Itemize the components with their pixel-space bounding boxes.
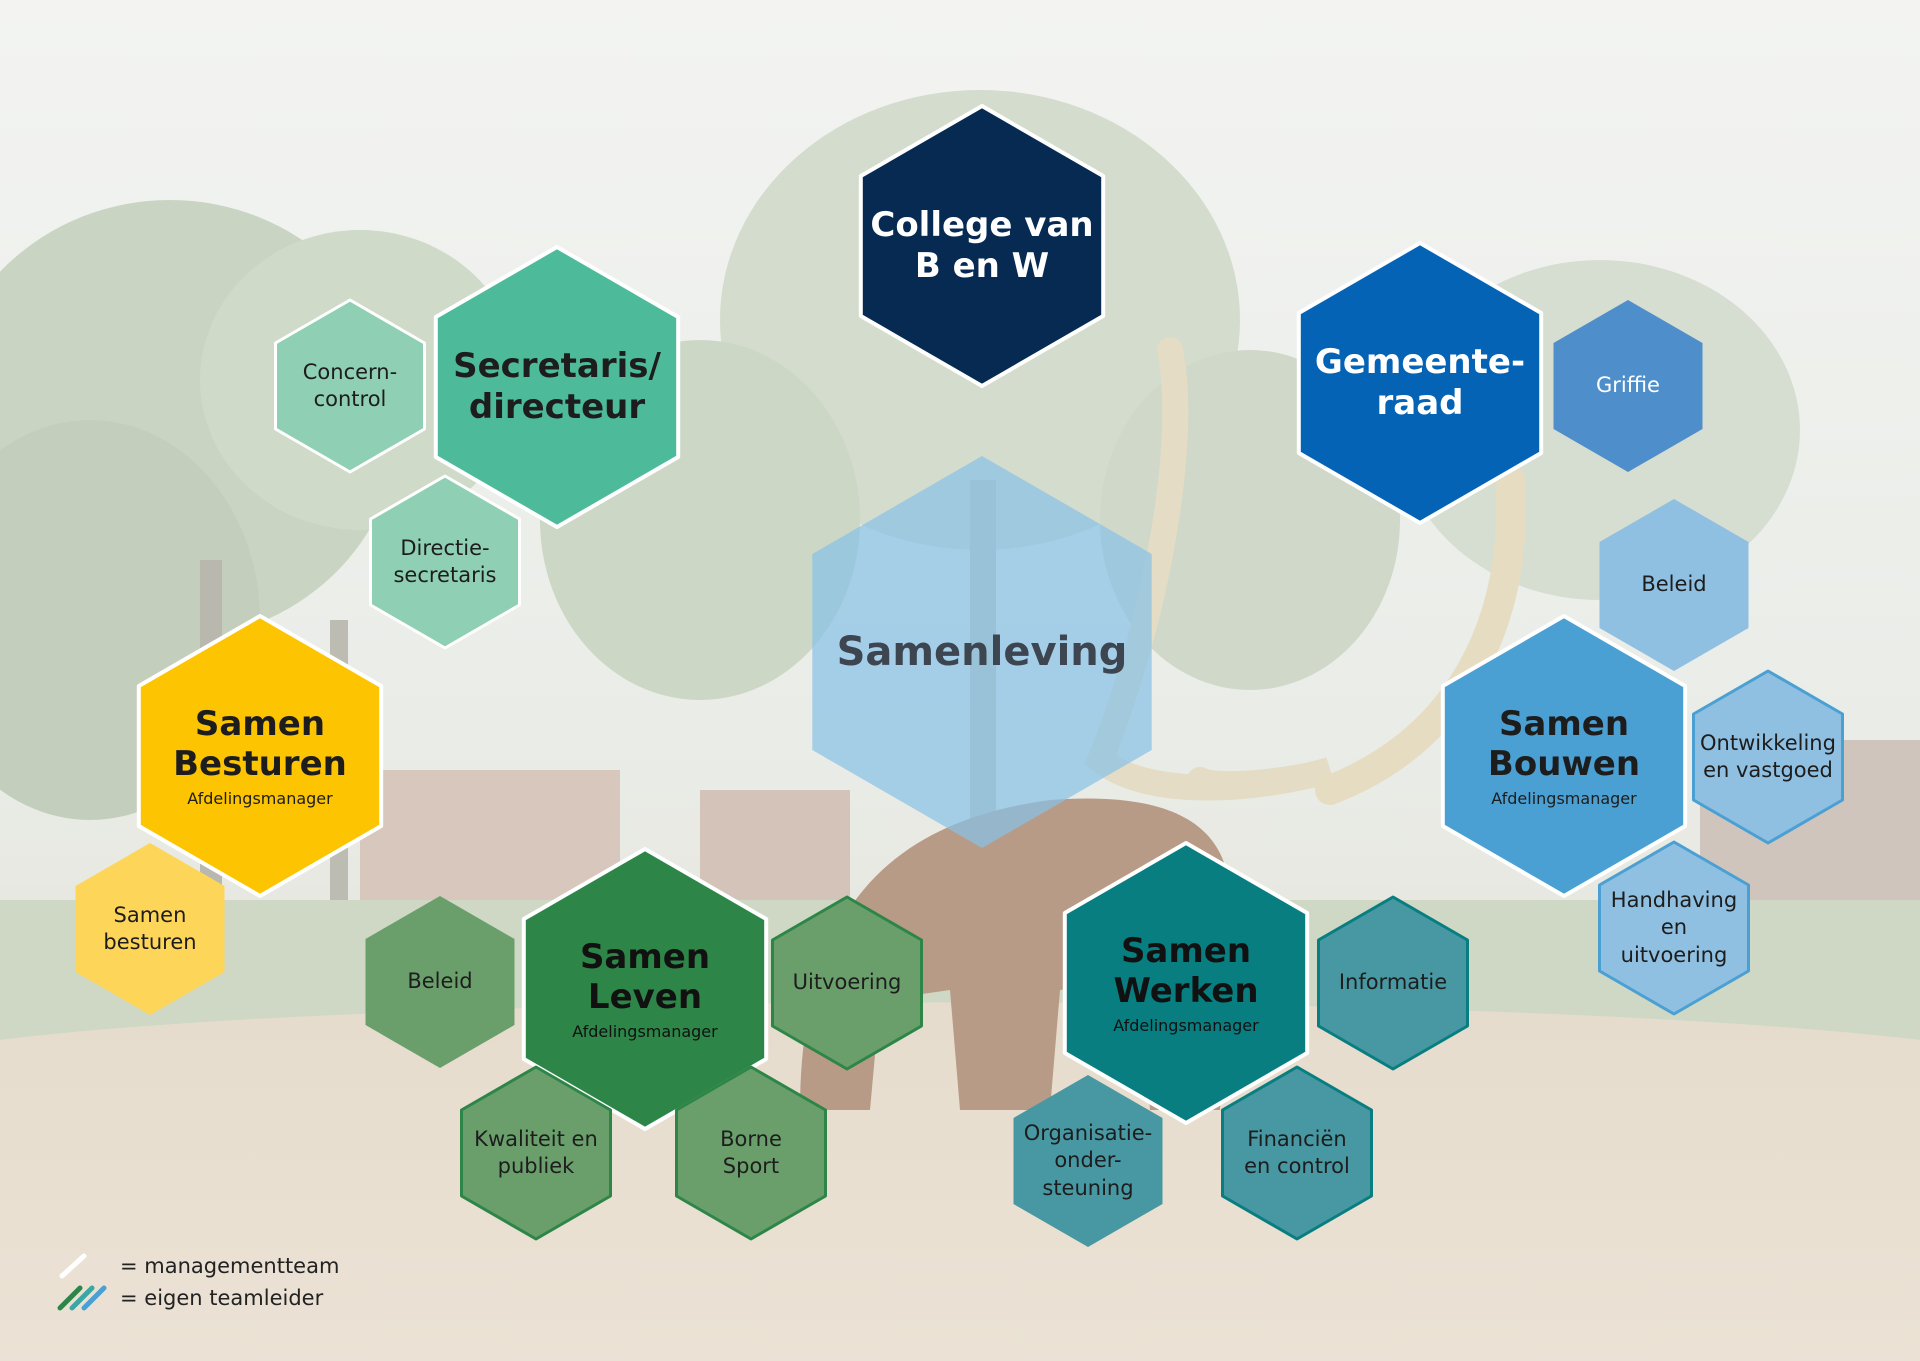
hex-leven-kwaliteit: [460, 1065, 612, 1241]
hex-werken-informatie: [1317, 895, 1469, 1071]
hex-gemeenteraad: [1296, 241, 1544, 525]
hex-bouwen-beleid: [1599, 499, 1749, 671]
hex-secretaris-title: Secretaris/ directeur: [453, 346, 661, 427]
hex-team-samen-besturen-label: Samen besturen: [81, 869, 219, 989]
hex-bouwen-handhaving: [1598, 840, 1750, 1016]
hex-werken-organisatie-text: Organisatie- onder- steuning: [1023, 1121, 1153, 1200]
hex-leven-beleid-text: Beleid: [407, 969, 473, 994]
hex-leven-uitvoering-text: Uitvoering: [792, 970, 902, 995]
hex-leven-beleid: [365, 896, 515, 1068]
hex-secretaris: [433, 245, 681, 529]
hex-bouwen-ontwikkeling-label: Ontwikkeling en vastgoed: [1699, 697, 1837, 817]
white-stripe-icon: [59, 1253, 87, 1279]
hex-directie-secretaris-text: Directie- secretaris: [393, 535, 497, 587]
hex-bouwen-ontwikkeling-text: Ontwikkeling en vastgoed: [1700, 730, 1836, 782]
hex-samen-besturen: [136, 614, 384, 898]
hex-secretaris-label: Secretaris/ directeur: [445, 289, 669, 485]
hex-leven-uitvoering-label: Uitvoering: [778, 923, 916, 1043]
legend-management-label: = managementteam: [120, 1254, 340, 1278]
legend-teamleider-row: = eigen teamleider: [56, 1282, 339, 1314]
hex-griffie: [1553, 300, 1703, 472]
hex-werken-financien-text: Financiën en control: [1244, 1126, 1350, 1178]
hex-samenleving-title: Samenleving: [836, 628, 1128, 675]
hex-bouwen-handhaving-label: Handhaving en uitvoering: [1605, 868, 1743, 988]
hex-team-samen-besturen-text: Samen besturen: [103, 902, 197, 954]
hex-team-samen-besturen: [75, 843, 225, 1015]
legend-teamleider-label: = eigen teamleider: [120, 1286, 324, 1310]
hex-werken-informatie-text: Informatie: [1338, 970, 1448, 995]
hex-leven-borne-sport: [675, 1065, 827, 1241]
hex-concern-control-text: Concern- control: [302, 359, 398, 411]
hex-samen-bouwen-title: Samen Bouwen: [1487, 703, 1641, 785]
hex-samen-werken-title: Samen Werken: [1113, 930, 1259, 1012]
hex-college-title: College van B en W: [870, 205, 1094, 286]
hex-samen-werken: [1062, 841, 1310, 1125]
hex-leven-borne-sport-label: Borne Sport: [682, 1093, 820, 1213]
hex-griffie-text: Griffie: [1596, 373, 1660, 398]
hex-samenleving-label: Samenleving: [825, 515, 1139, 789]
hex-concern-control: [274, 298, 426, 474]
hex-samen-werken-subtitle: Afdelingsmanager: [1113, 1016, 1259, 1036]
hex-leven-borne-sport-text: Borne Sport: [720, 1126, 782, 1178]
hex-directie-secretaris-label: Directie- secretaris: [376, 502, 514, 622]
hex-samen-bouwen: [1440, 614, 1688, 898]
legend: = managementteam = eigen teamleider: [56, 1250, 339, 1314]
hex-werken-organisatie-label: Organisatie- onder- steuning: [1019, 1101, 1157, 1221]
hex-bouwen-beleid-label: Beleid: [1605, 525, 1743, 645]
hex-gemeenteraad-title: Gemeente- raad: [1314, 342, 1526, 423]
hex-samen-leven-title: Samen Leven: [579, 936, 711, 1018]
hex-samen-besturen-title: Samen Besturen: [173, 703, 347, 785]
hex-college: [858, 104, 1106, 388]
legend-management-row: = managementteam: [56, 1250, 339, 1282]
hex-leven-beleid-label: Beleid: [371, 922, 509, 1042]
hex-bouwen-handhaving-text: Handhaving en uitvoering: [1610, 888, 1738, 967]
hex-concern-control-label: Concern- control: [281, 326, 419, 446]
hex-samen-bouwen-subtitle: Afdelingsmanager: [1491, 789, 1637, 809]
hex-college-label: College van B en W: [870, 148, 1094, 344]
hex-bouwen-beleid-text: Beleid: [1641, 572, 1707, 597]
hex-werken-financien: [1221, 1065, 1373, 1241]
hex-leven-uitvoering: [771, 895, 923, 1071]
hex-griffie-label: Griffie: [1559, 326, 1697, 446]
hex-bouwen-ontwikkeling: [1692, 669, 1844, 845]
hex-samen-leven: [521, 847, 769, 1131]
hex-samen-leven-subtitle: Afdelingsmanager: [572, 1022, 718, 1042]
hex-samen-besturen-subtitle: Afdelingsmanager: [187, 789, 333, 809]
hex-werken-organisatie: [1013, 1075, 1163, 1247]
hex-leven-kwaliteit-label: Kwaliteit en publiek: [467, 1093, 605, 1213]
hex-gemeenteraad-label: Gemeente- raad: [1308, 285, 1532, 481]
hex-directie-secretaris: [369, 474, 521, 650]
hex-leven-kwaliteit-text: Kwaliteit en publiek: [474, 1126, 598, 1178]
hex-werken-financien-label: Financiën en control: [1228, 1093, 1366, 1213]
colored-stripes-icon: [57, 1285, 107, 1311]
hex-werken-informatie-label: Informatie: [1324, 923, 1462, 1043]
hex-samenleving: [812, 456, 1152, 848]
